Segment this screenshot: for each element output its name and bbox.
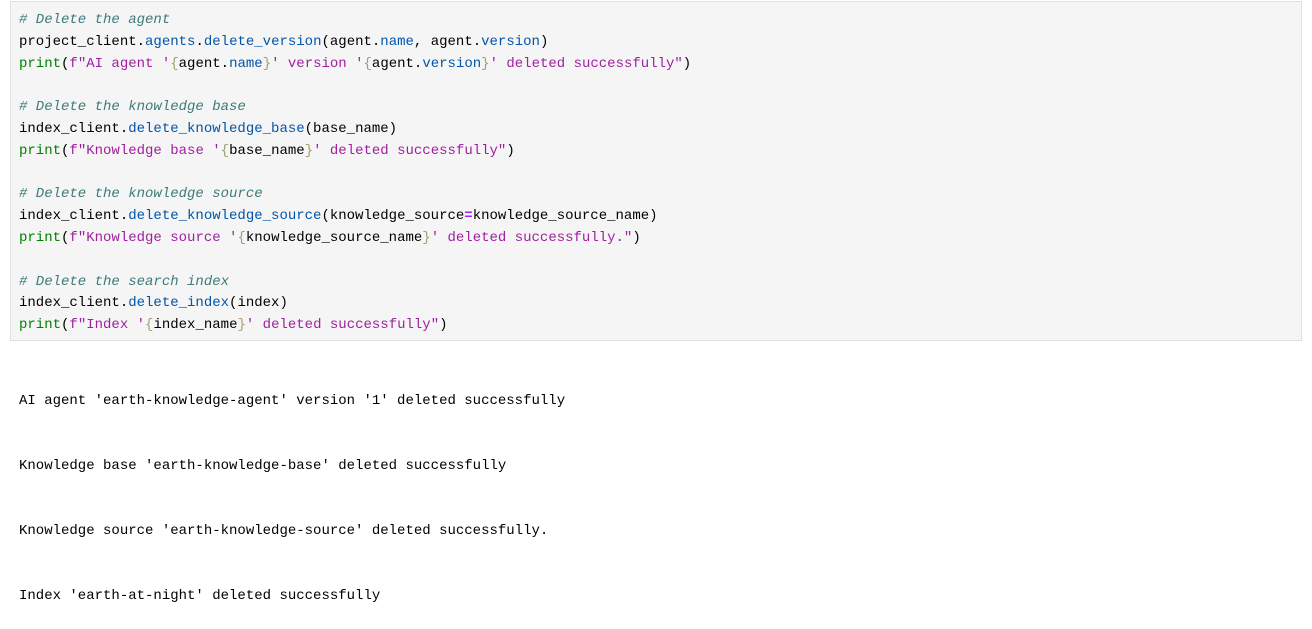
code-token-plain: , agent. [413, 33, 482, 50]
code-token-plain: ) [682, 55, 692, 72]
code-token-attr: name [380, 33, 414, 50]
code-token-plain: (index) [229, 295, 288, 312]
code-token-brace: { [237, 229, 246, 246]
code-token-plain: index_name [153, 317, 238, 334]
code-token-plain: agent. [178, 55, 230, 72]
code-token-attr: agents [145, 33, 196, 50]
code-token-attr: name [229, 55, 263, 72]
code-token-plain: ( [61, 55, 70, 72]
output-line: Knowledge source 'earth-knowledge-source… [19, 522, 549, 539]
code-line: project_client.agents.delete_version(age… [19, 32, 691, 54]
code-line [19, 163, 691, 185]
code-line: print(f"Knowledge base '{base_name}' del… [19, 141, 691, 163]
code-token-str: f"Knowledge source ' [69, 229, 238, 246]
code-token-brace: { [220, 142, 230, 159]
code-cell[interactable]: # Delete the agent project_client.agents.… [10, 1, 1302, 341]
code-line: print(f"AI agent '{agent.name}' version … [19, 54, 691, 76]
code-token-attr: version [422, 55, 482, 72]
code-token-plain: (knowledge_source [321, 208, 465, 225]
code-token-attr: delete_version [203, 33, 322, 50]
code-token-brace: { [170, 55, 179, 72]
code-token-attr: version [481, 33, 540, 50]
code-token-plain: ( [61, 317, 70, 334]
output-line: Knowledge base 'earth-knowledge-base' de… [19, 457, 507, 474]
code-token-brace: { [363, 55, 372, 72]
code-token-str: ' deleted successfully." [430, 229, 633, 246]
code-token-plain: ) [506, 142, 515, 159]
code-token-str: ' deleted successfully" [313, 142, 507, 159]
code-token-plain: index_client. [19, 120, 129, 137]
code-token-brace: } [262, 55, 272, 72]
code-line: # Delete the search index [19, 272, 691, 294]
code-token-str: ' deleted successfully" [489, 55, 683, 72]
code-token-brace: { [145, 317, 154, 334]
code-token-attr: delete_knowledge_base [128, 120, 305, 137]
code-token-str: f"AI agent ' [69, 55, 171, 72]
code-token-str: f"Index ' [69, 317, 146, 334]
output-line: Index 'earth-at-night' deleted successfu… [19, 587, 381, 604]
code-token-plain: ) [539, 33, 549, 50]
code-token-attr: delete_knowledge_source [128, 208, 322, 225]
code-token-plain: agent. [371, 55, 423, 72]
code-token-plain: ( [61, 142, 70, 159]
code-token-plain: ) [632, 229, 641, 246]
code-token-brace: } [304, 142, 314, 159]
code-token-attr: delete_index [128, 295, 230, 312]
code-token-brace: } [237, 317, 246, 334]
code-token-plain: knowledge_source_name [245, 229, 423, 246]
code-token-brace: } [422, 229, 431, 246]
code-line [19, 250, 691, 272]
code-token-builtin: print [19, 55, 62, 72]
code-line: index_client.delete_knowledge_source(kno… [19, 206, 691, 228]
code-token-builtin: print [19, 317, 62, 334]
code-line: index_client.delete_knowledge_base(base_… [19, 119, 691, 141]
code-token-plain: (agent. [321, 33, 381, 50]
output-line: AI agent 'earth-knowledge-agent' version… [19, 393, 566, 410]
code-line [19, 75, 691, 97]
code-line: print(f"Index '{index_name}' deleted suc… [19, 315, 691, 337]
code-token-comment: # Delete the agent [19, 12, 171, 28]
code-token-plain: index_client. [19, 295, 129, 312]
code-token-brace: } [481, 55, 490, 72]
code-token-builtin: print [19, 142, 62, 159]
code-token-comment: # Delete the knowledge base [19, 99, 246, 116]
code-line: # Delete the knowledge base [19, 97, 691, 119]
code-token-plain: project_client. [19, 33, 146, 50]
code-token-builtin: print [19, 229, 62, 246]
cell-output: AI agent 'earth-knowledge-agent' version… [19, 348, 565, 629]
code-token-op: = [464, 208, 473, 225]
code-token-plain: base_name [229, 142, 305, 159]
code-token-plain: . [195, 33, 204, 50]
code-token-plain: ) [439, 317, 448, 334]
code-token-str: f"Knowledge base ' [69, 142, 221, 159]
code-token-plain: ( [61, 229, 70, 246]
code-token-plain: (base_name) [304, 120, 398, 137]
code-token-plain: index_client. [19, 208, 129, 225]
code-line: # Delete the agent [19, 10, 691, 32]
code-token-comment: # Delete the knowledge source [19, 186, 263, 203]
code-token-comment: # Delete the search index [19, 273, 230, 290]
code-editor[interactable]: # Delete the agent project_client.agents.… [19, 10, 691, 337]
code-token-str: ' deleted successfully" [245, 317, 440, 334]
code-line: print(f"Knowledge source '{knowledge_sou… [19, 228, 691, 250]
code-line: index_client.delete_index(index) [19, 293, 691, 315]
code-token-str: ' version ' [271, 55, 364, 72]
code-line: # Delete the knowledge source [19, 184, 691, 206]
code-token-plain: knowledge_source_name) [472, 208, 658, 225]
